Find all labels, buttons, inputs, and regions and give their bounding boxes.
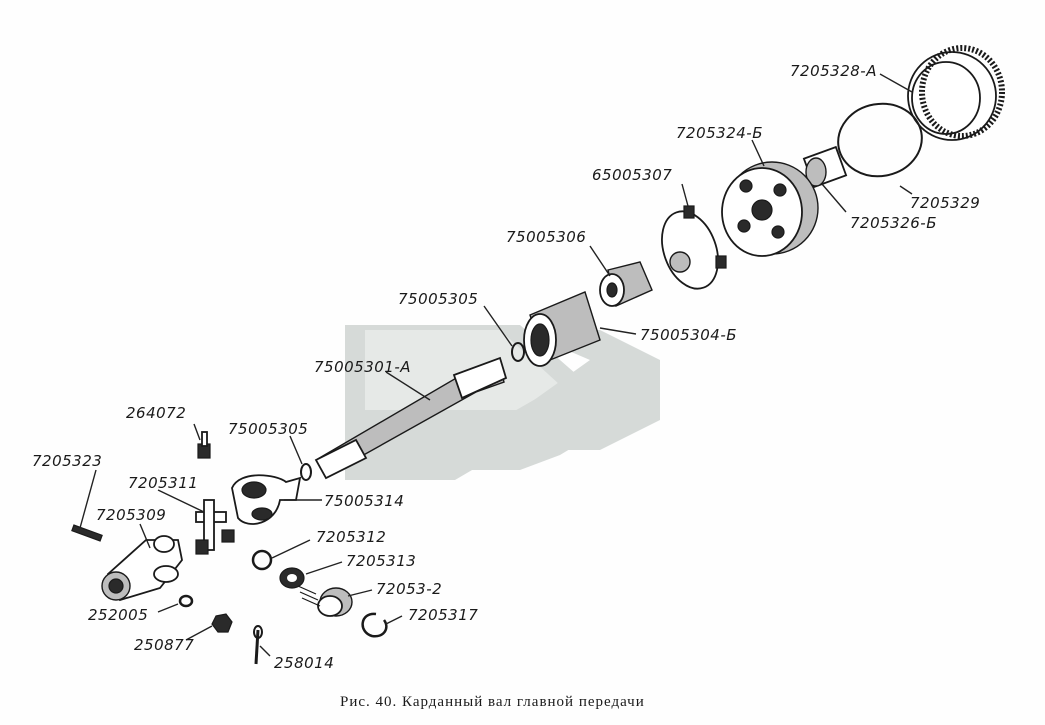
snap-ring-part [837,102,923,178]
label-75005306: 75005306 [506,228,586,246]
nut-part [211,613,233,633]
label-7205313: 7205313 [346,552,416,570]
knurled-ring-part [907,45,1005,141]
bolt-part [197,431,211,459]
leader-lines [79,73,913,657]
bearing-cap-part [317,587,353,617]
circlip-part [361,612,388,638]
seal-ring-part [251,549,273,571]
figure-caption: Рис. 40. Карданный вал главной передачи [340,694,645,710]
label-75005305-lower: 75005305 [228,420,308,438]
label-264072: 264072 [126,404,186,422]
label-7205323: 7205323 [32,452,102,470]
label-7205329: 7205329 [910,194,980,212]
label-72053-2: 72053-2 [376,580,442,598]
label-75005304-b: 75005304-Б [640,326,737,344]
label-75005305-top: 75005305 [398,290,478,308]
spline-shaft-part [314,356,508,480]
flange-disc-part [721,161,819,257]
small-ring-lower-part [300,463,312,481]
label-250877: 250877 [134,636,194,654]
bearing-part [279,567,305,589]
cone-part [599,261,653,307]
label-7205328-a: 7205328-А [790,62,877,80]
small-ring-part [511,342,525,362]
label-7205326-b: 7205326-Б [850,214,937,232]
cross-spider-part [195,499,235,555]
label-75005301-a: 75005301-А [314,358,411,376]
grease-pin-part [71,524,103,542]
flange-plate-part [661,205,727,290]
cotter-pin-part [253,625,263,665]
label-7205312: 7205312 [316,528,386,546]
yoke-part [231,474,302,525]
label-7205317: 7205317 [408,606,478,624]
washer-part [178,594,194,608]
end-yoke-part [101,535,183,602]
label-7205311: 7205311 [128,474,198,492]
splined-sleeve-part [523,291,601,367]
label-7205309: 7205309 [96,506,166,524]
label-75005314: 75005314 [324,492,404,510]
watermark-chevron-logo [345,325,660,480]
label-65005307: 65005307 [592,166,672,184]
label-7205324-b: 7205324-Б [676,124,763,142]
label-252005: 252005 [88,606,148,624]
label-258014: 258014 [274,654,334,672]
bushing-part [802,145,848,189]
